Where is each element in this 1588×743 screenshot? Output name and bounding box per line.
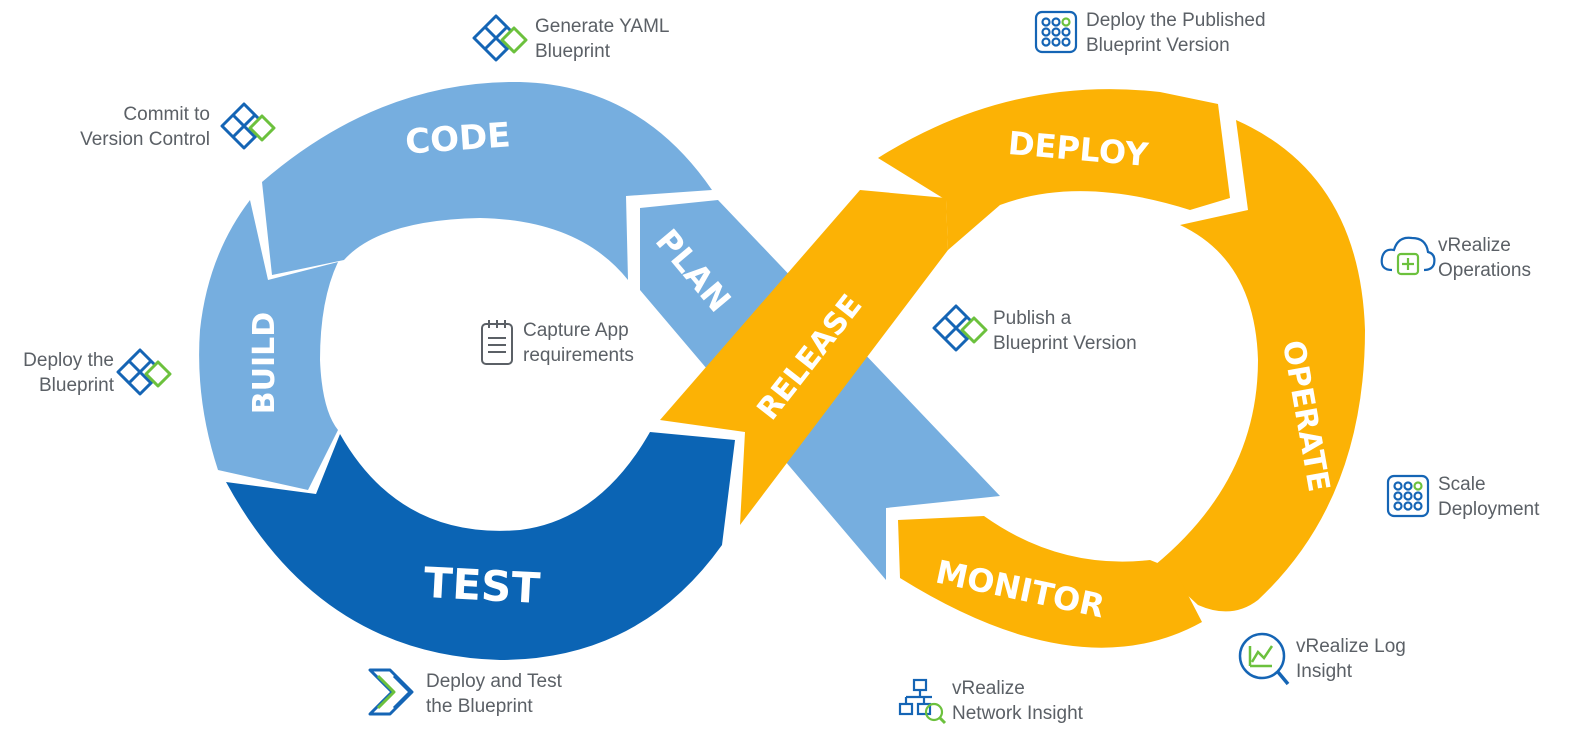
cloud-plus-icon (1380, 236, 1436, 276)
label-capture-requirements: Capture App requirements (523, 320, 634, 366)
deploy-segment (878, 89, 1230, 250)
test-segment (226, 432, 735, 660)
label-deploy-blueprint: Deploy the Blueprint (23, 350, 114, 396)
chevron-arrows-icon (368, 668, 414, 716)
grid-dots-icon (1034, 10, 1078, 54)
label-deploy-and-test: Deploy and Test the Blueprint (426, 671, 562, 717)
label-generate-yaml: Generate YAML Blueprint (535, 16, 670, 62)
stage-code: CODE (404, 115, 512, 162)
blueprint-diamond-icon (472, 14, 528, 62)
stage-build: BUILD (247, 312, 282, 414)
label-scale-deployment: Scale Deployment (1438, 474, 1540, 520)
label-deploy-published: Deploy the Published Blueprint Version (1086, 10, 1266, 56)
label-vrealize-network-insight: vRealize Network Insight (952, 678, 1083, 724)
blueprint-diamond-icon (116, 348, 172, 396)
code-segment (262, 81, 712, 280)
stage-test: TEST (423, 558, 542, 613)
label-commit-version-control: Commit to Version Control (80, 104, 210, 150)
grid-dots-icon (1386, 474, 1430, 518)
network-magnifier-icon (898, 678, 947, 725)
monitor-segment (898, 516, 1202, 648)
operate-segment (1155, 120, 1365, 612)
build-segment (199, 200, 338, 490)
release-band (660, 190, 948, 525)
label-vrealize-operations: vRealize Operations (1438, 235, 1531, 281)
blueprint-diamond-icon (220, 102, 276, 150)
label-publish-blueprint: Publish a Blueprint Version (993, 308, 1137, 354)
chart-magnifier-icon (1238, 632, 1290, 686)
blueprint-diamond-icon (932, 304, 988, 352)
notepad-icon (481, 320, 513, 365)
label-vrealize-log-insight: vRealize Log Insight (1296, 636, 1406, 682)
